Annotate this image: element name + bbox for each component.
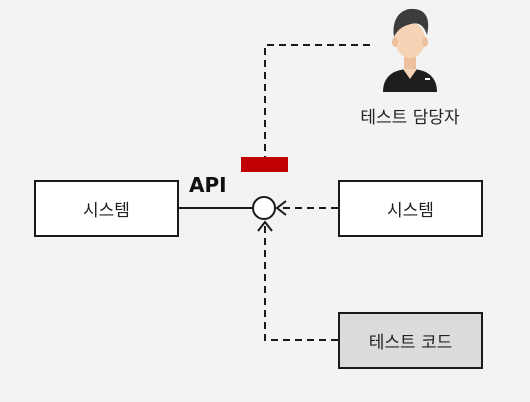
api-label: API bbox=[189, 173, 227, 197]
system-left-label: 시스템 bbox=[83, 201, 130, 221]
blocked-connection-marker bbox=[241, 157, 288, 172]
person-icon bbox=[383, 8, 437, 92]
dependency-line-test-code bbox=[264, 221, 338, 341]
dependency-line-person bbox=[264, 44, 370, 157]
test-code-label: 테스트 코드 bbox=[368, 333, 453, 353]
system-right-box: 시스템 bbox=[338, 180, 483, 237]
system-left-box: 시스템 bbox=[34, 180, 179, 237]
system-right-label: 시스템 bbox=[387, 201, 434, 221]
arrowhead-test-code bbox=[257, 220, 273, 232]
test-person-label: 테스트 담당자 bbox=[360, 108, 460, 128]
arrowhead-system bbox=[275, 200, 287, 216]
test-code-box: 테스트 코드 bbox=[338, 312, 483, 369]
api-interface-circle bbox=[252, 196, 276, 220]
